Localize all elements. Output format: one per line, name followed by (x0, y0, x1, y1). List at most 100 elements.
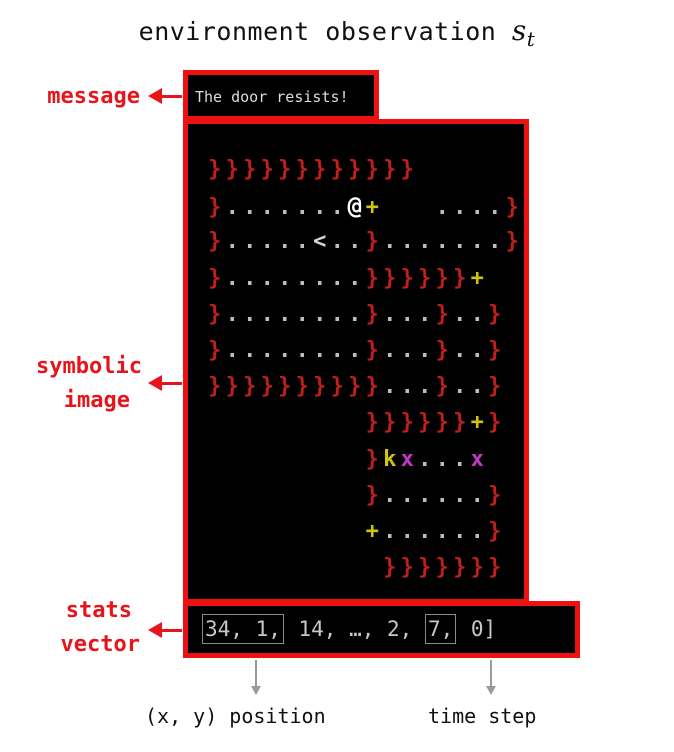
message-panel: The door resists! (183, 70, 379, 121)
floor-glyph: . (418, 518, 432, 544)
floor-glyph: . (453, 446, 467, 472)
blank-cell (346, 478, 364, 514)
blank-cell (364, 550, 382, 586)
time-pointer-head (486, 686, 496, 695)
wall-glyph: } (488, 337, 502, 363)
floor-glyph: . (295, 337, 309, 363)
floor-glyph: . (400, 301, 414, 327)
floor-glyph: . (400, 337, 414, 363)
wall-glyph: } (453, 410, 467, 436)
blank-cell (399, 190, 417, 226)
map-row: }}}}}}}}}}...}..} (206, 369, 521, 405)
blank-cell (259, 442, 277, 478)
wall-glyph: } (295, 374, 309, 400)
floor-glyph: . (470, 337, 484, 363)
stats-panel: 34, 1, 14, …, 2, 7, 0] (183, 601, 580, 658)
door-glyph: + (365, 518, 379, 544)
blank-cell (294, 478, 312, 514)
blank-cell (241, 550, 259, 586)
diagram-title: environment observation st (0, 14, 674, 51)
wall-glyph: } (225, 374, 239, 400)
wall-glyph: } (330, 374, 344, 400)
arrow-symbolic-line (160, 382, 182, 385)
wall-glyph: } (418, 265, 432, 291)
blank-cell (259, 405, 277, 441)
blank-cell (206, 514, 224, 550)
floor-glyph: . (470, 301, 484, 327)
wall-glyph: } (208, 157, 222, 182)
blank-cell (206, 550, 224, 586)
stats-line: 34, 1, 14, …, 2, 7, 0] (202, 614, 496, 644)
blank-cell (311, 405, 329, 441)
floor-glyph: . (435, 518, 449, 544)
wall-glyph: } (453, 265, 467, 291)
blank-cell (276, 514, 294, 550)
blank-cell (311, 514, 329, 550)
wall-glyph: } (260, 157, 274, 182)
blank-cell (276, 405, 294, 441)
wall-glyph: } (400, 157, 414, 182)
floor-glyph: . (313, 195, 327, 221)
wall-glyph: } (400, 265, 414, 291)
floor-glyph: . (278, 229, 292, 255)
wall-glyph: } (365, 482, 379, 508)
wall-glyph: } (435, 555, 449, 581)
wall-glyph: } (295, 157, 309, 182)
floor-glyph: . (330, 195, 344, 221)
wall-glyph: } (418, 410, 432, 436)
floor-glyph: . (295, 265, 309, 291)
wall-glyph: } (470, 555, 484, 581)
floor-glyph: . (470, 229, 484, 255)
title-subscript: t (526, 27, 536, 51)
label-vector: vector (60, 632, 140, 657)
wall-glyph: } (365, 157, 379, 182)
floor-glyph: . (278, 301, 292, 327)
wall-glyph: } (453, 555, 467, 581)
blank-cell (241, 442, 259, 478)
blank-cell (294, 442, 312, 478)
floor-glyph: . (225, 229, 239, 255)
floor-glyph: . (453, 482, 467, 508)
floor-glyph: . (383, 229, 397, 255)
map-row: }.......@+ ....} (206, 188, 521, 224)
floor-glyph: . (295, 301, 309, 327)
wall-glyph: } (488, 518, 502, 544)
floor-glyph: . (260, 337, 274, 363)
blank-cell (329, 514, 347, 550)
position-annotation: (x, y) position (145, 704, 326, 728)
floor-glyph: . (225, 195, 239, 221)
wall-glyph: } (208, 301, 222, 327)
blank-cell (206, 405, 224, 441)
floor-glyph: . (418, 374, 432, 400)
floor-glyph: . (225, 265, 239, 291)
label-message: message (47, 84, 140, 109)
floor-glyph: . (435, 229, 449, 255)
map-row: }........}...}..} (206, 333, 521, 369)
label-image: image (63, 388, 130, 413)
floor-glyph: . (243, 195, 257, 221)
blank-cell (294, 405, 312, 441)
wall-glyph: } (208, 195, 222, 221)
floor-glyph: . (453, 374, 467, 400)
map-row: }}}}}}} (206, 550, 521, 586)
label-stats: stats (65, 598, 132, 623)
blank-cell (346, 514, 364, 550)
wall-glyph: } (330, 157, 344, 182)
wall-glyph: } (208, 265, 222, 291)
floor-glyph: . (295, 195, 309, 221)
floor-glyph: . (470, 482, 484, 508)
floor-glyph: . (400, 374, 414, 400)
floor-glyph: . (418, 301, 432, 327)
wall-glyph: } (383, 265, 397, 291)
blank-cell (259, 478, 277, 514)
floor-glyph: . (383, 482, 397, 508)
blank-cell (346, 405, 364, 441)
floor-glyph: . (470, 195, 484, 221)
floor-glyph: . (383, 518, 397, 544)
floor-glyph: . (418, 446, 432, 472)
wall-glyph: } (225, 157, 239, 182)
wall-glyph: } (313, 157, 327, 182)
message-text: The door resists! (195, 88, 349, 106)
label-symbolic: symbolic (36, 354, 142, 379)
wall-glyph: } (435, 265, 449, 291)
